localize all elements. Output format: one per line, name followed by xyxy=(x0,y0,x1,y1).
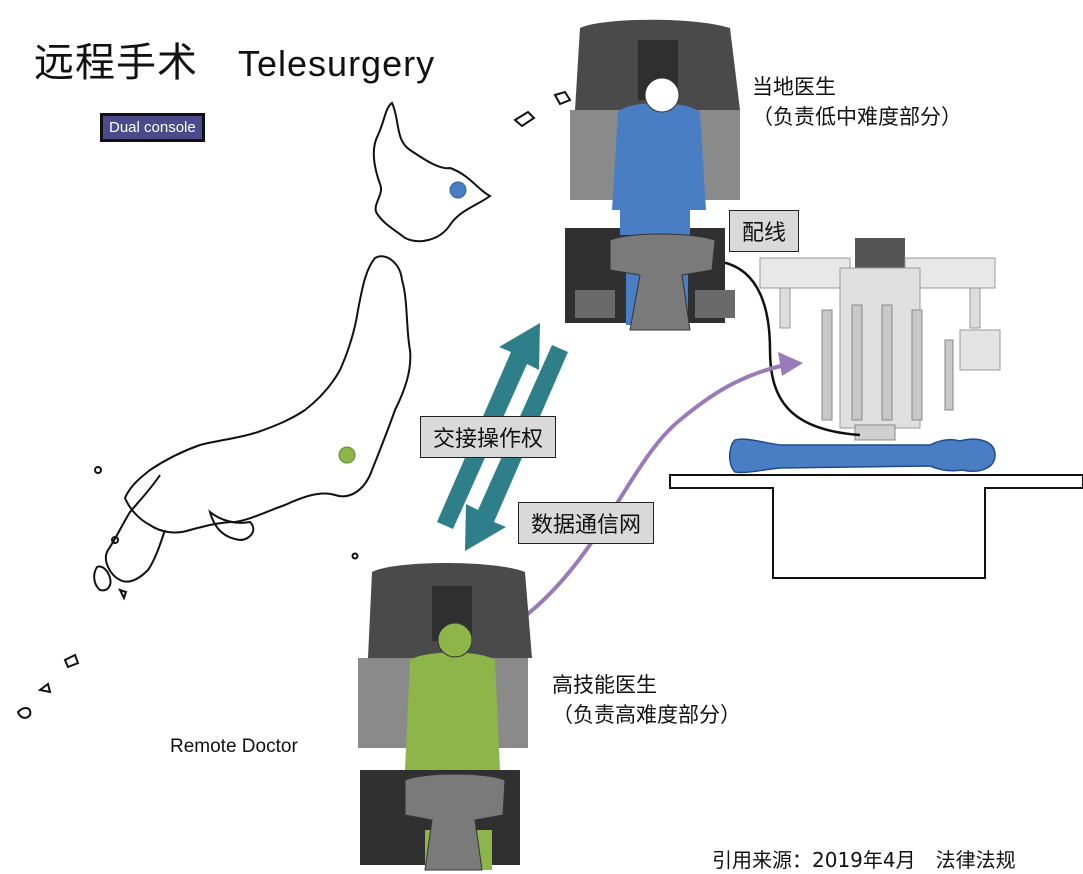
wiring-box: 配线 xyxy=(729,210,800,252)
local-doctor-title: 当地医生 xyxy=(752,75,836,99)
remote-location-dot xyxy=(338,446,356,464)
local-doctor-label: 当地医生 （负责低中难度部分） xyxy=(752,72,962,132)
page-title: 远程手术 Telesurgery xyxy=(34,30,435,88)
local-doctor-role: （负责低中难度部分） xyxy=(752,105,962,129)
patient-figure-icon xyxy=(729,438,996,474)
local-location-dot xyxy=(449,181,467,199)
wiring-cable xyxy=(721,260,861,437)
remote-surgeon-console-icon xyxy=(358,563,532,871)
title-en: Telesurgery xyxy=(238,43,436,84)
citation: 引用来源：2019年4月 法律法规 xyxy=(712,848,1016,872)
operating-table-icon xyxy=(669,474,1083,579)
remote-doctor-label: 高技能医生 （负责高难度部分） xyxy=(552,670,741,730)
remote-doctor-caption: Remote Doctor xyxy=(170,736,298,757)
network-box: 数据通信网 xyxy=(518,502,655,544)
handover-box: 交接操作权 xyxy=(420,416,557,458)
dual-console-badge: Dual console xyxy=(100,113,205,142)
japan-map-icon xyxy=(16,90,572,719)
title-zh: 远程手术 xyxy=(34,40,198,86)
patient-cart-robot-icon xyxy=(759,238,1001,441)
remote-doctor-role: （负责高难度部分） xyxy=(552,703,741,727)
remote-doctor-title: 高技能医生 xyxy=(552,673,657,697)
local-surgeon-console-icon xyxy=(565,19,740,331)
network-arrow xyxy=(518,352,803,622)
